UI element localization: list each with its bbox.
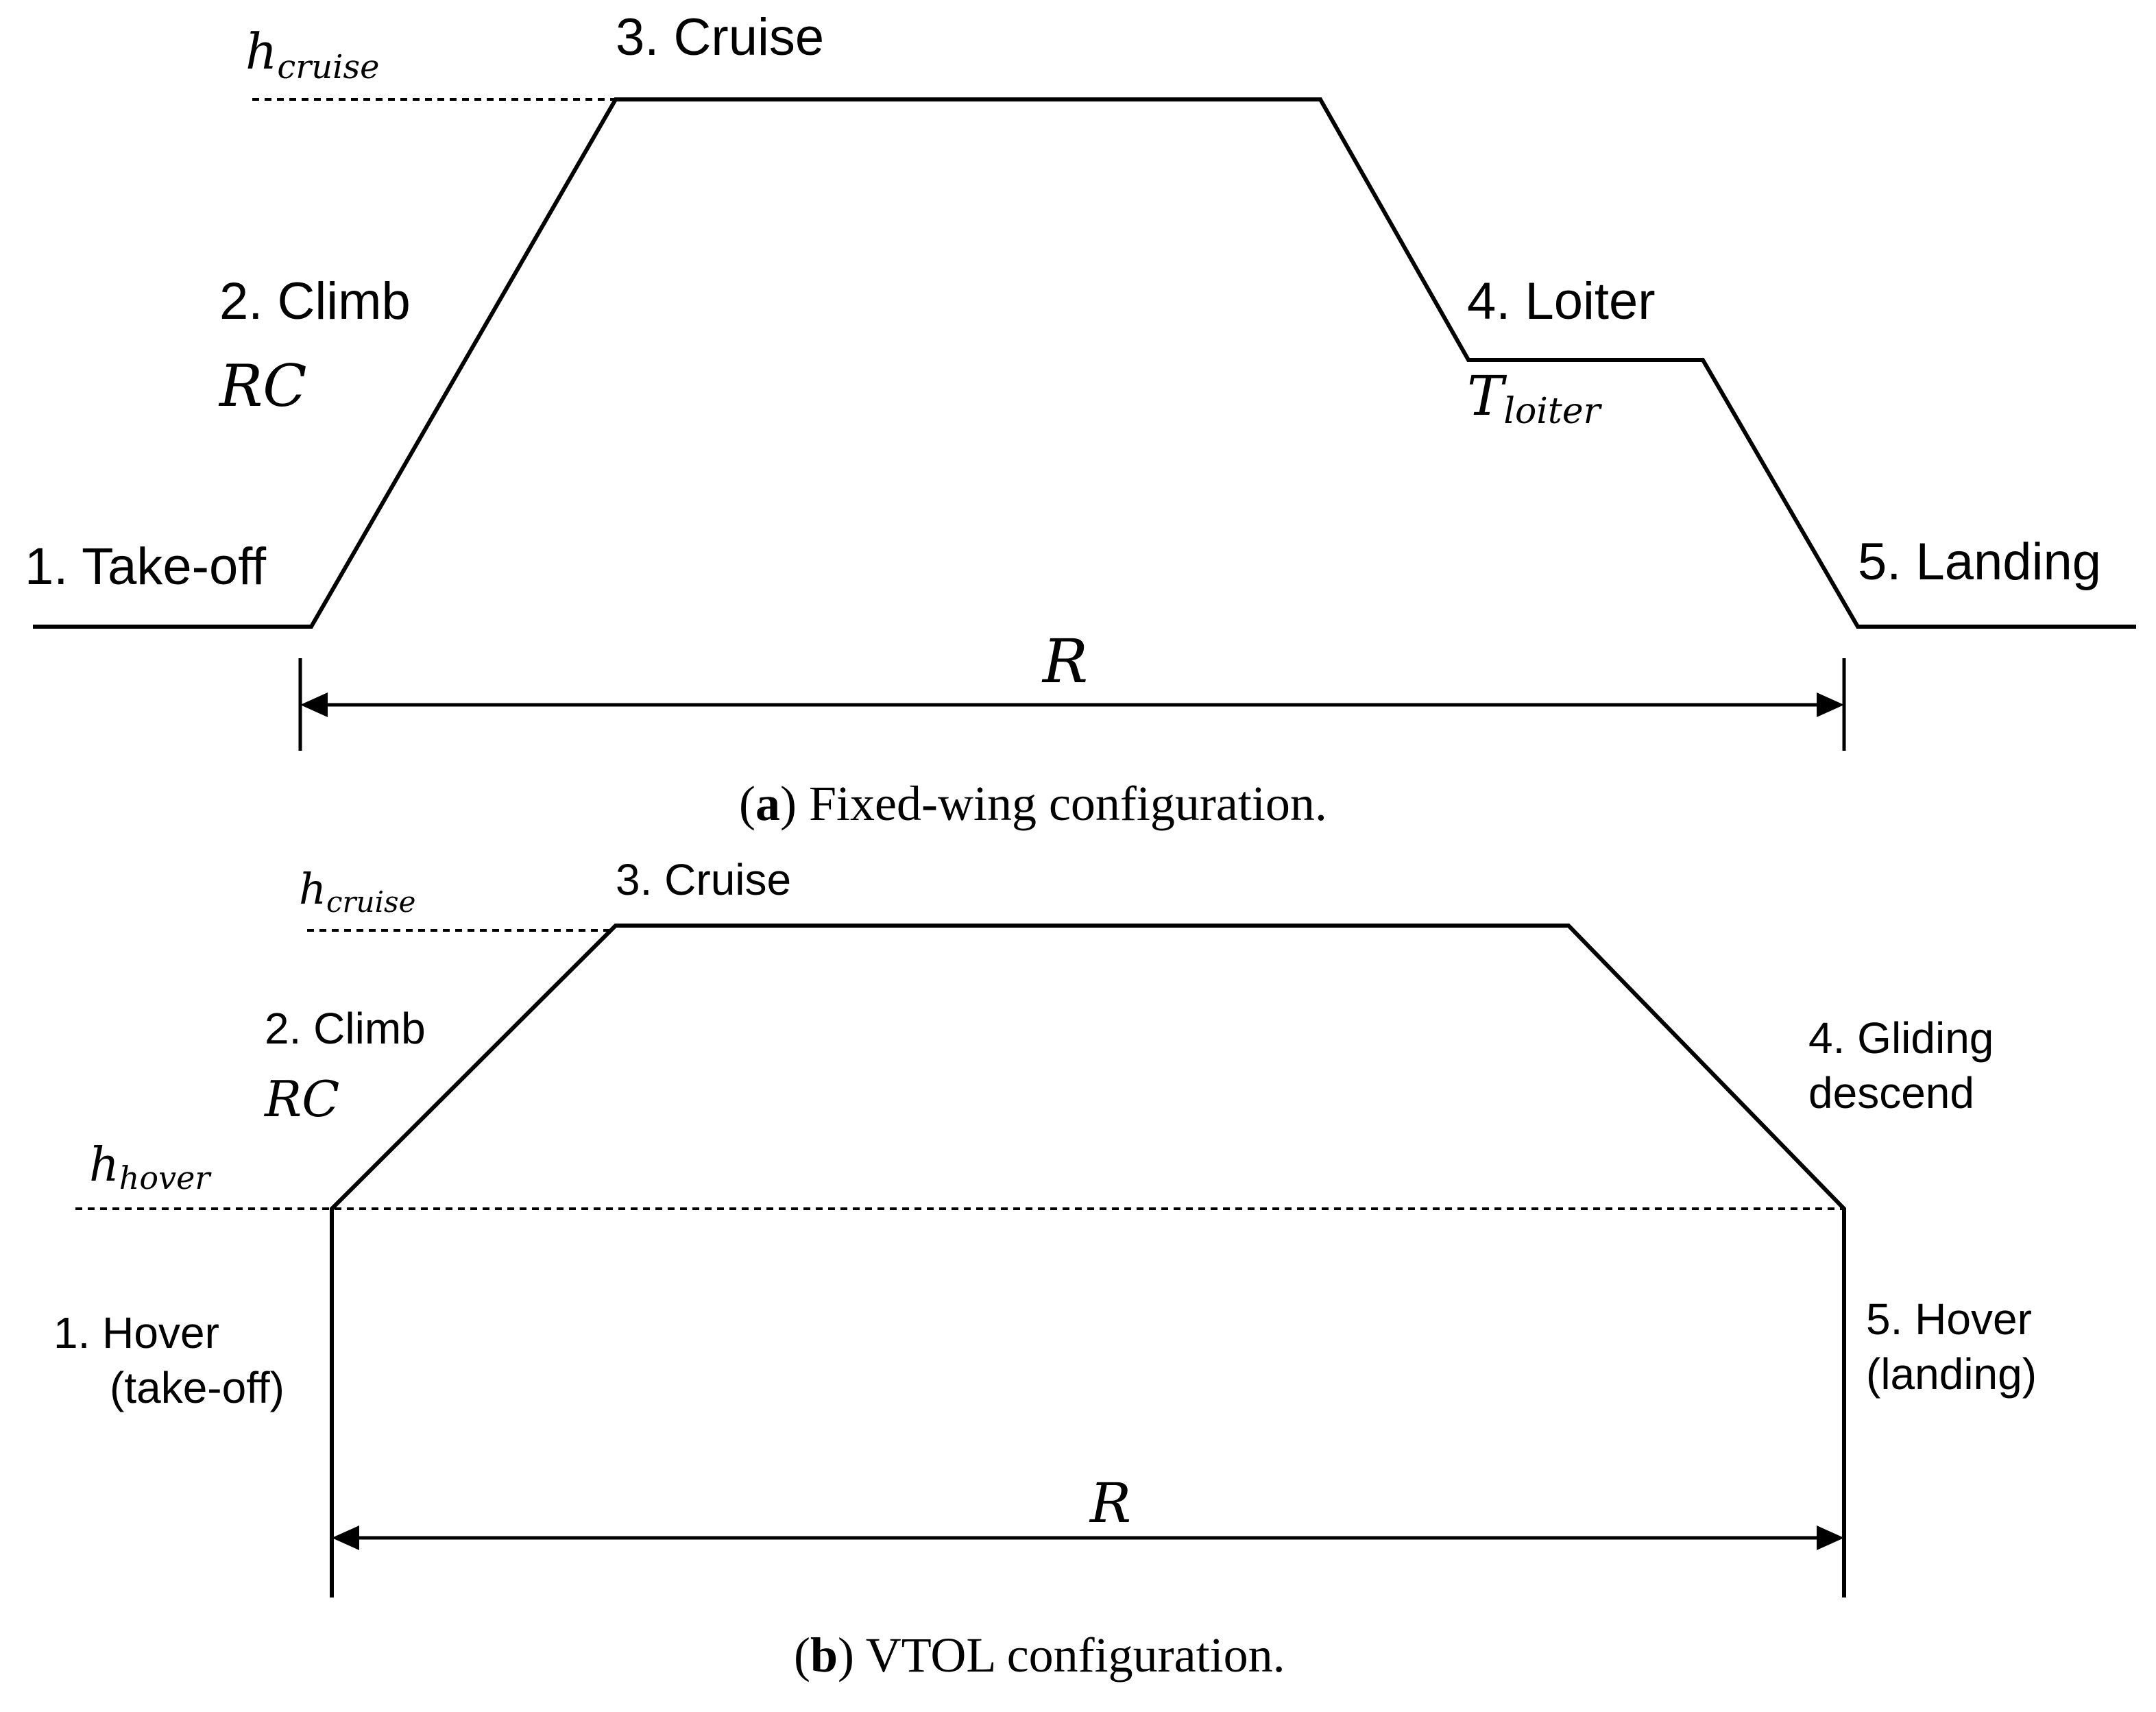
panel-a-range-arrow-right-head <box>1817 692 1844 717</box>
panel-b-h-cruise-label: hcruise <box>299 864 415 919</box>
panel-a-fixed-wing: hcruise 3. Cruise 2. Climb RC 4. Loiter … <box>25 8 2136 831</box>
panel-b-stage-5-label-line1: 5. Hover <box>1866 1294 2032 1344</box>
panel-a-stage-1-label: 1. Take-off <box>25 538 267 596</box>
panel-b-stage-1-label-line2: (take-off) <box>110 1363 284 1412</box>
panel-a-stage-2-label: 2. Climb <box>219 272 411 330</box>
panel-a-flight-profile-line <box>33 97 2136 629</box>
panel-b-h-hover-label: hhover <box>89 1138 212 1196</box>
panel-a-t-loiter-label: Tloiter <box>1467 364 1603 432</box>
panel-a-stage-4-label: 4. Loiter <box>1467 272 1656 330</box>
panel-b-flight-profile-line <box>330 924 1846 1598</box>
panel-b-range-arrow-right-head <box>1817 1526 1844 1550</box>
panel-a-caption: (a) Fixed-wing configuration. <box>739 776 1327 831</box>
panel-b-stage-3-label: 3. Cruise <box>616 855 791 904</box>
panel-b-stage-4-label-line1: 4. Gliding <box>1808 1013 1994 1063</box>
panel-b-caption: (b) VTOL configuration. <box>794 1628 1285 1683</box>
panel-a-rc-label: RC <box>218 352 307 420</box>
panel-b-stage-2-label: 2. Climb <box>265 1004 426 1053</box>
panel-b-range-arrow-left-head <box>332 1526 359 1550</box>
panel-a-h-cruise-label: hcruise <box>245 23 380 86</box>
panel-b-stage-4-label-line2: descend <box>1808 1068 1974 1118</box>
panel-b-stage-5-label-line2: (landing) <box>1866 1349 2037 1399</box>
panel-b-rc-label: RC <box>263 1070 339 1128</box>
panel-a-stage-5-label: 5. Landing <box>1858 533 2101 591</box>
panel-a-range-label: R <box>1041 626 1088 697</box>
panel-b-range-label: R <box>1089 1471 1131 1535</box>
panel-a-stage-3-label: 3. Cruise <box>616 8 824 67</box>
panel-b-vtol: hcruise 3. Cruise 2. Climb RC hhover 4. … <box>53 855 2037 1683</box>
panel-a-range-arrow-left-head <box>300 692 328 717</box>
panel-b-stage-1-label-line1: 1. Hover <box>53 1308 219 1358</box>
